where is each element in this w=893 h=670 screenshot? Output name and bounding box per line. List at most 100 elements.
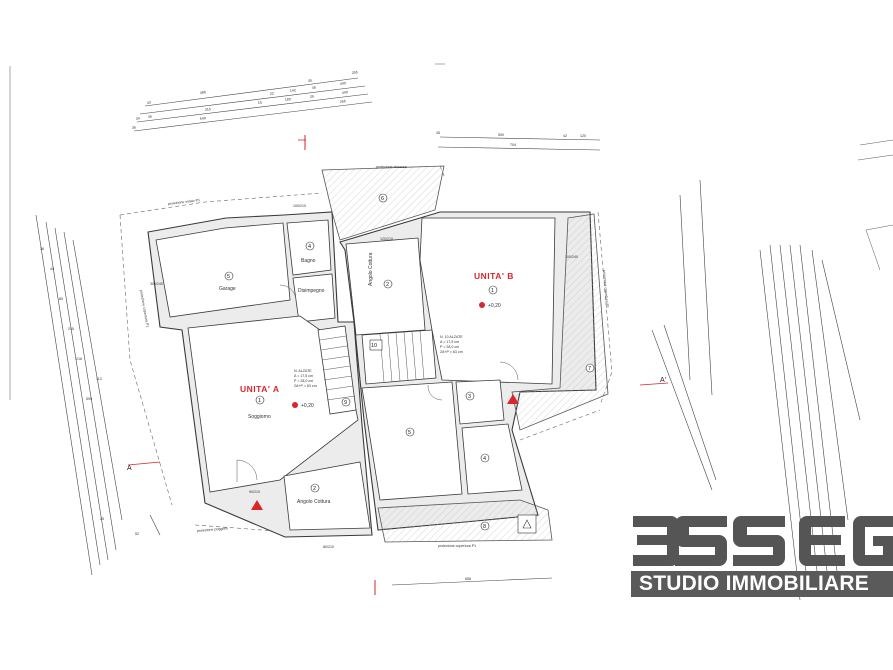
b-room5-number: 5 — [408, 430, 411, 436]
dim-255b: 255 — [340, 99, 346, 104]
room-markers: 5 Garage 4 Bagno Disimpegno UNITA' A 1 S… — [219, 193, 595, 534]
b-room-3 — [455, 379, 505, 425]
disimpegno-label: Disimpegno — [298, 288, 325, 294]
stair9-number: 9 — [344, 400, 347, 406]
proiezione-terrazza-label: proiezione terrazza — [376, 165, 407, 169]
dim-22: 22 — [270, 92, 274, 96]
opening-label-3: 120/210 — [380, 237, 393, 241]
dim-142: 142 — [290, 88, 296, 93]
opening-label-6: 100/240 — [565, 255, 578, 259]
terrazza-6 — [321, 165, 445, 241]
dim-45b: 45 — [312, 86, 316, 90]
angolo-cottura-b-label: Angolo Cottura — [368, 252, 374, 286]
top-dimension-chains-b: 45 500 42 120 704 — [436, 131, 601, 151]
bagno-number: 4 — [308, 244, 311, 250]
dim-left-245: 245 — [68, 327, 74, 331]
bottom-dimension-line — [391, 577, 553, 586]
angolo-cottura-a-number: 2 — [313, 486, 316, 492]
stair-note-a-line4: 2A+P = 63 cm — [294, 384, 317, 388]
garage-label: Garage — [219, 286, 236, 292]
bagno-label: Bagno — [301, 258, 316, 264]
section-a-prime-label: A' — [660, 377, 666, 384]
dim-35: 35 — [132, 126, 136, 130]
door-swing-a — [236, 459, 258, 481]
level-b: +0,20 — [488, 303, 501, 309]
essegi-logo-mark — [633, 516, 893, 566]
proiezione-copertura-side-label: proiezione copertura P1 — [602, 270, 609, 308]
level-marker-a — [292, 402, 298, 408]
copertura8-number: 8 — [483, 524, 486, 530]
dim-b-500: 500 — [498, 133, 504, 137]
stair-note-b-line3: P = 28,0 cm — [440, 345, 459, 349]
dim-43: 43 — [147, 101, 151, 105]
disimpegno-room — [292, 273, 336, 323]
angolo-cottura-a-label: Angolo Cottura — [297, 499, 331, 505]
dim-left-216: 216 — [76, 357, 82, 361]
copertura-8 — [377, 499, 553, 543]
dim-440: 440 — [340, 81, 346, 86]
unit-b-living — [419, 217, 556, 385]
opening-labels: 300/240 100/210 120/210 90/210 80/210 10… — [150, 204, 578, 549]
stair-note-b-line1: N. 10 ALZATE — [440, 335, 463, 339]
entrance-marker-a — [251, 500, 263, 510]
level-a: +0,20 — [301, 403, 314, 409]
dim-b-120: 120 — [580, 134, 586, 138]
b-room-5 — [361, 381, 463, 501]
stair-note-b: N. 10 ALZATE A = 17,5 cm P = 28,0 cm 2A+… — [440, 335, 463, 354]
level-marker-b — [479, 302, 485, 308]
stair-note-b-line2: A = 17,5 cm — [440, 340, 459, 344]
dim-left-36: 36 — [40, 247, 44, 251]
proiezione-copertura-left-label: proiezione copertura P1 — [139, 289, 150, 327]
proiezione-solaio-label: proiezione solaio P1 — [168, 198, 201, 206]
section-markers: A A' — [127, 135, 669, 595]
essegi-logo: STUDIO IMMOBILIARE — [631, 512, 893, 602]
logo-subtitle: STUDIO IMMOBILIARE — [631, 571, 893, 597]
top-dimension-chains-a: 486 45 255 43 22 142 45 440 34 45 315 15… — [132, 70, 373, 132]
dim-bottom-656: 656 — [465, 577, 471, 581]
dim-255: 255 — [352, 70, 358, 75]
opening-label-4: 90/210 — [249, 490, 260, 494]
stair-a — [317, 325, 357, 415]
projection-labels: proiezione solaio P1 proiezione terrazza… — [139, 165, 609, 548]
dim-45c: 45 — [148, 115, 152, 119]
angolo-cottura-a-room — [283, 461, 371, 531]
proiezione-copertura-label: proiezione copertura P1 — [438, 544, 476, 548]
unit-b-title: UNITA' B — [474, 271, 514, 281]
dim-left-85: 85 — [59, 297, 63, 301]
soggiorno-number: 1 — [258, 398, 261, 404]
opening-label-1: 300/240 — [150, 282, 163, 286]
unit-a-title: UNITA' A — [240, 384, 280, 394]
dim-34: 34 — [136, 117, 140, 121]
proiezione-poggiolo-label: proiezione poggiolo — [197, 526, 228, 533]
dim-b-704: 704 — [510, 143, 516, 147]
section-a-label: A — [127, 465, 132, 472]
dim-b-45: 45 — [436, 131, 440, 135]
dim-440b: 440 — [342, 90, 348, 95]
stair-b — [361, 329, 437, 385]
dim-15: 15 — [258, 101, 262, 105]
unit-b-plan — [339, 211, 597, 531]
dim-180: 180 — [285, 97, 291, 102]
garage-room — [155, 222, 291, 318]
stair-note-a-line2: A = 17,5 cm — [294, 374, 313, 378]
soggiorno-label: Soggiorno — [248, 414, 271, 420]
stair-note-b-line4: 2A+P = 63 cm — [440, 350, 463, 354]
copertura-7 — [511, 213, 609, 431]
dim-486: 486 — [200, 90, 206, 95]
copertura7-number: 7 — [588, 366, 591, 372]
dim-b-42: 42 — [563, 134, 567, 138]
stair10-number: 10 — [371, 343, 377, 349]
entrance-marker-b — [507, 394, 519, 404]
stair-note-a-line1: N. ALZATE — [294, 369, 312, 373]
stair-note-a-line3: P = 28,0 cm — [294, 379, 313, 383]
dim-540: 540 — [200, 116, 206, 121]
dim-left-25: 25 — [100, 517, 104, 521]
dim-45: 45 — [308, 79, 312, 83]
b-room3-number: 3 — [468, 394, 471, 400]
unit-b-number: 1 — [491, 288, 494, 294]
opening-label-2: 100/210 — [293, 204, 306, 208]
dim-left-52: 52 — [135, 532, 139, 536]
opening-label-5: 80/210 — [323, 545, 334, 549]
left-dimension-chains: 36 40 85 245 216 590 113 25 52 — [35, 214, 161, 576]
